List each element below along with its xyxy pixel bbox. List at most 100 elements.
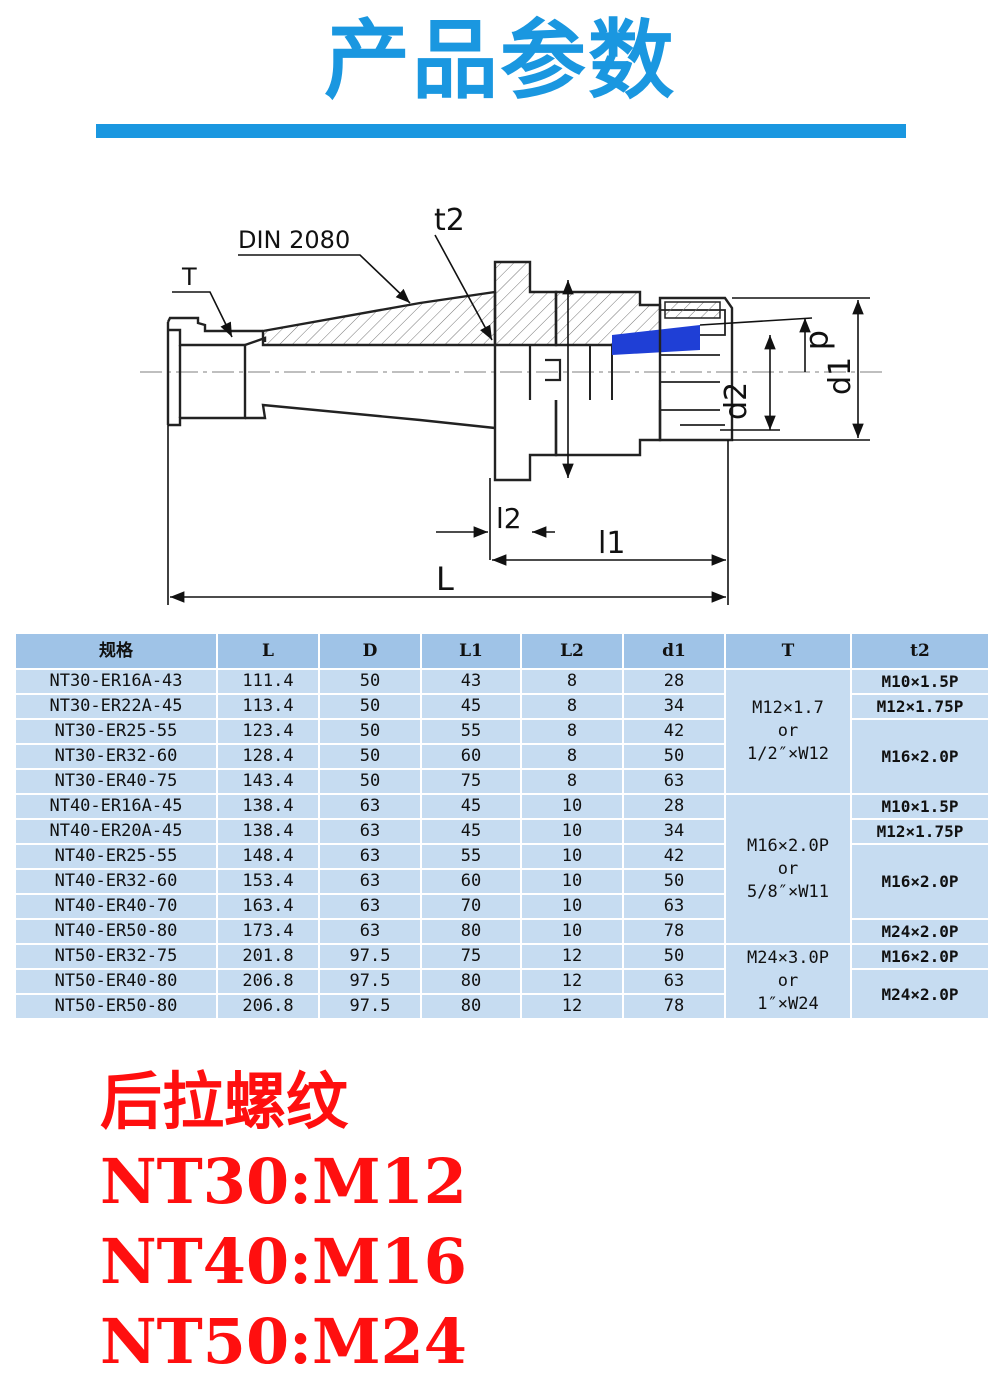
cell-spec: NT40-ER25-55 (14, 843, 218, 870)
cell-L: 123.4 (216, 718, 320, 745)
cell-d1: 78 (622, 918, 726, 945)
cell-L1: 55 (420, 843, 522, 870)
col-header-D: D (318, 632, 422, 670)
cell-D: 63 (318, 893, 422, 920)
cell-D: 50 (318, 718, 422, 745)
label-L: L (436, 560, 454, 598)
cell-L1: 45 (420, 793, 522, 820)
cell-D: 97.5 (318, 993, 422, 1020)
cell-L1: 80 (420, 918, 522, 945)
col-header-d1: d1 (622, 632, 726, 670)
col-header-T: T (724, 632, 852, 670)
cell-L2: 8 (520, 743, 624, 770)
dim-d2 (720, 335, 780, 431)
cell-t2: M10×1.5P (850, 793, 990, 820)
cell-t2: M12×1.75P (850, 693, 990, 720)
cell-L1: 75 (420, 943, 522, 970)
cell-L: 111.4 (216, 668, 320, 695)
dim-d1 (732, 297, 870, 441)
cell-L2: 10 (520, 793, 624, 820)
cell-T-line3: 1″×W24 (757, 994, 819, 1014)
col-header-t2: t2 (850, 632, 990, 670)
cell-D: 97.5 (318, 968, 422, 995)
label-T: T (181, 263, 197, 291)
col-header-L: L (216, 632, 320, 670)
cell-t2: M10×1.5P (850, 668, 990, 695)
cell-T-line3: 5/8″×W11 (747, 881, 829, 902)
leader-din (238, 254, 411, 304)
cell-L1: 45 (420, 693, 522, 720)
cell-L: 148.4 (216, 843, 320, 870)
thread-notes: 后拉螺纹 NT30:M12 NT40:M16 NT50:M24 (100, 1062, 800, 1382)
cell-t2: M24×2.0P (850, 918, 990, 945)
cell-L: 138.4 (216, 818, 320, 845)
flange-lower (493, 395, 558, 482)
cell-L2: 8 (520, 768, 624, 795)
holder-body-lower (554, 400, 662, 457)
cell-d1: 63 (622, 893, 726, 920)
cell-L1: 80 (420, 993, 522, 1020)
notes-nt50: NT50:M24 (100, 1305, 467, 1378)
dim-L (167, 425, 726, 605)
cell-D: 50 (318, 693, 422, 720)
cell-L1: 60 (420, 868, 522, 895)
flange-section (493, 260, 558, 347)
title-underline (96, 124, 906, 138)
cell-d1: 28 (622, 668, 726, 695)
cell-d1: 50 (622, 743, 726, 770)
cell-L1: 60 (420, 743, 522, 770)
cell-L2: 8 (520, 693, 624, 720)
thread-section (166, 316, 263, 333)
cell-L: 113.4 (216, 693, 320, 720)
cell-L2: 10 (520, 868, 624, 895)
cell-L2: 12 (520, 943, 624, 970)
cell-D: 50 (318, 743, 422, 770)
cell-L1: 70 (420, 893, 522, 920)
cell-D: 63 (318, 843, 422, 870)
label-d: d (802, 330, 840, 350)
col-header-L2: L2 (520, 632, 624, 670)
cell-T-line2: or (777, 858, 799, 879)
label-d1: d1 (823, 357, 858, 395)
cell-d1: 42 (622, 843, 726, 870)
label-l2: l2 (496, 502, 522, 535)
cell-T-line2: or (777, 721, 799, 741)
notes-nt30: NT30:M12 (100, 1145, 467, 1218)
cell-spec: NT30-ER40-75 (14, 768, 218, 795)
cell-D: 63 (318, 818, 422, 845)
cell-L: 153.4 (216, 868, 320, 895)
cell-L1: 80 (420, 968, 522, 995)
cell-d1: 50 (622, 868, 726, 895)
cell-L2: 10 (520, 843, 624, 870)
cell-L2: 8 (520, 668, 624, 695)
page-title: 产品参数 (324, 11, 676, 111)
cell-L2: 12 (520, 993, 624, 1020)
cell-spec: NT40-ER16A-45 (14, 793, 218, 820)
cell-d1: 63 (622, 968, 726, 995)
cell-spec: NT50-ER40-80 (14, 968, 218, 995)
cell-spec: NT40-ER32-60 (14, 868, 218, 895)
col-header-spec: 规格 (14, 632, 218, 670)
taper-body-section (261, 290, 497, 347)
cell-d1: 28 (622, 793, 726, 820)
notes-heading: 后拉螺纹 (100, 1065, 349, 1138)
cell-T-line1: M12×1.7 (752, 698, 824, 718)
cell-spec: NT40-ER40-70 (14, 893, 218, 920)
cell-L: 138.4 (216, 793, 320, 820)
cell-t2: M16×2.0P (850, 718, 990, 795)
cell-L2: 12 (520, 968, 624, 995)
technical-drawing: DIN 2080 t2 T l2 l1 L d d2 d1 (0, 150, 1000, 620)
cell-L1: 75 (420, 768, 522, 795)
cell-L1: 45 (420, 818, 522, 845)
cell-D: 63 (318, 918, 422, 945)
cell-d1: 34 (622, 818, 726, 845)
cell-L2: 8 (520, 718, 624, 745)
